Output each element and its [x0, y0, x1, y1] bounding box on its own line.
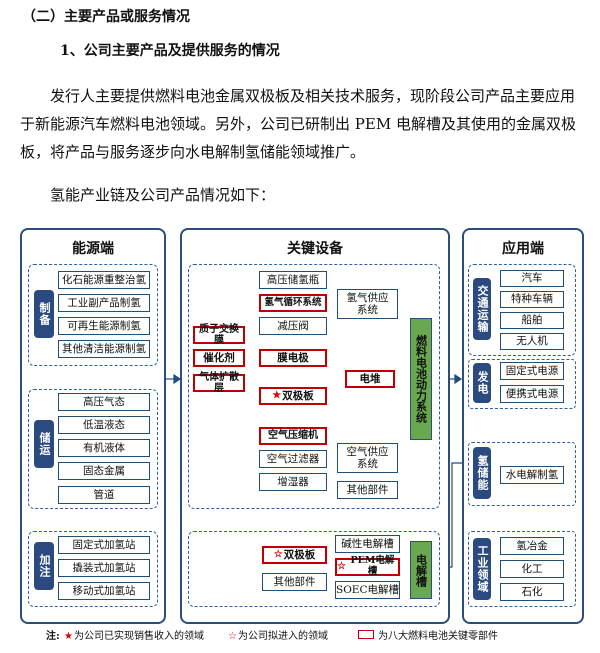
subsection-heading: 1、公司主要产品及提供服务的情况 [60, 43, 280, 59]
el-alkaline: 碱性电解槽 [335, 535, 400, 553]
storage-item: 水电解制氢 [500, 466, 564, 484]
transport-item: 汽车 [500, 270, 564, 287]
legend-prefix: 注: [46, 631, 60, 642]
fc-part-compressor: 空气压缩机 [259, 427, 327, 445]
el-pem: ☆ PEM电解槽 [335, 555, 400, 577]
industry-label: 工业领域 [473, 538, 491, 600]
storage-group [468, 442, 576, 506]
storage-label: 氢储能 [473, 447, 491, 499]
fc-part-mea: 膜电极 [259, 349, 327, 367]
body-paragraph: 发行人主要提供燃料电池金属双极板及相关技术服务，现阶段公司产品主要应用于新能源汽… [20, 87, 576, 161]
power-item: 固定式电源 [500, 362, 564, 380]
make-label: 制备 [34, 290, 54, 338]
el-other-parts: 其他部件 [262, 573, 327, 591]
el-bipolar-plate: ☆双极板 [262, 546, 327, 564]
store-label: 储运 [34, 420, 54, 468]
bipolar-plate-label: 双极板 [282, 389, 314, 402]
fill-item: 撬装式加氢站 [58, 559, 150, 577]
power-item: 便携式电源 [500, 385, 564, 403]
fc-part-gdl: 气体扩散层 [193, 372, 245, 394]
key-title: 关键设备 [287, 241, 343, 257]
fill-item: 固定式加氢站 [58, 536, 150, 554]
legend-hollow-star: ☆为公司拟进入的领域 [228, 627, 328, 642]
industry-item: 化工 [500, 560, 564, 578]
red-box-icon [358, 630, 374, 639]
make-item: 化石能源重整治氢 [58, 271, 150, 289]
legend-solid-star: ★为公司已实现销售收入的领域 [64, 627, 204, 642]
app-title: 应用端 [502, 241, 544, 257]
industry-group [468, 531, 576, 607]
transport-item: 无人机 [500, 333, 564, 350]
store-item: 高压气态 [58, 393, 150, 411]
section-heading: （二）主要产品或服务情况 [22, 9, 190, 25]
hollow-star-icon: ☆ [337, 561, 346, 573]
hollow-star-icon: ☆ [273, 549, 283, 561]
fill-item: 移动式加氢站 [58, 582, 150, 600]
fc-system: 燃料电池动力系统 [410, 318, 432, 440]
fc-h2-supply: 氢气供应系统 [337, 289, 398, 319]
industry-item: 石化 [500, 583, 564, 601]
make-item: 其他清洁能源制氢 [58, 340, 150, 358]
transport-item: 特种车辆 [500, 291, 564, 308]
fc-part-valve: 减压阀 [259, 317, 327, 335]
store-group [28, 389, 158, 509]
fc-part-membrane: 质子交换膜 [193, 324, 245, 346]
make-group [28, 264, 158, 366]
el-soec: SOEC电解槽 [335, 581, 400, 599]
diagram-intro: 氢能产业链及公司产品情况如下： [50, 186, 276, 204]
el-bipolar-plate-label: 双极板 [283, 548, 316, 561]
transport-item: 船舶 [500, 312, 564, 329]
energy-title: 能源端 [72, 241, 114, 257]
store-item: 低温液态 [58, 416, 150, 434]
fc-stack: 电堆 [345, 370, 395, 388]
store-item: 固态金属 [58, 462, 150, 480]
legend-solid-star-text: 为公司已实现销售收入的领域 [73, 631, 204, 642]
legend-red-box-text: 为八大燃料电池关键零部件 [378, 631, 498, 642]
fc-part-tank: 高压储氢瓶 [259, 271, 327, 289]
make-item: 可再生能源制氢 [58, 317, 150, 335]
fc-part-bipolar-plate: ★双极板 [259, 387, 327, 405]
hollow-star-icon: ☆ [228, 631, 237, 642]
fc-air-supply: 空气供应系统 [337, 443, 398, 473]
store-item: 管道 [58, 486, 150, 504]
fuel-cell-group [188, 264, 440, 509]
store-item: 有机液体 [58, 439, 150, 457]
transport-label: 交通运输 [473, 278, 491, 340]
transport-group [468, 264, 576, 356]
fc-part-humidifier: 增湿器 [259, 473, 327, 491]
legend-hollow-star-text: 为公司拟进入的领域 [237, 631, 328, 642]
power-label: 发电 [473, 363, 491, 403]
make-item: 工业副产品制氢 [58, 294, 150, 312]
industry-item: 氢冶金 [500, 537, 564, 555]
legend-red-box: 为八大燃料电池关键零部件 [358, 627, 498, 642]
el-pem-label: PEM电解槽 [350, 555, 395, 577]
power-group [468, 359, 576, 409]
fc-part-air-filter: 空气过滤器 [259, 450, 327, 468]
fill-label: 加注 [34, 542, 54, 590]
fill-group [28, 531, 158, 607]
fc-other-parts: 其他部件 [337, 481, 398, 499]
solid-star-icon: ★ [272, 390, 282, 402]
fc-part-h2-loop: 氢气循环系统 [259, 294, 327, 312]
el-system: 电解槽 [410, 541, 432, 599]
fc-part-catalyst: 催化剂 [193, 349, 245, 367]
electrolysis-group [188, 531, 440, 607]
solid-star-icon: ★ [64, 631, 73, 642]
